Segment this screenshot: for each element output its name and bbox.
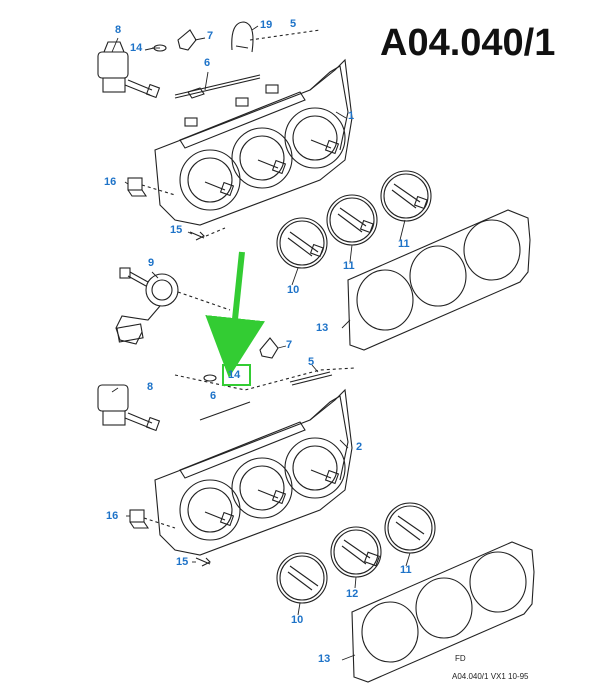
upper-switch-8 [97,41,161,99]
label-upper-15: 15 [170,224,183,236]
label-middle-13: 13 [316,322,329,334]
footer-reference: A04.040/1 VX1 10-95 [452,672,529,681]
upper-bezel-13 [347,209,531,351]
label-lower-16: 16 [106,510,119,522]
upper-knobs [276,170,432,269]
middle-item-9 [115,267,231,345]
label-upper-11b: 11 [343,260,355,272]
middle-small-parts [174,337,356,421]
label-upper-5: 5 [290,18,297,30]
label-upper-6: 6 [204,57,211,69]
label-middle-9: 9 [148,257,155,269]
upper-control-housing [154,58,353,226]
label-middle-5: 5 [308,356,315,368]
label-upper-10: 10 [287,284,300,296]
label-lower-12: 12 [346,588,359,600]
lower-control-housing [154,388,353,556]
label-middle-6: 6 [210,390,217,402]
leader-lines [111,25,411,661]
lower-switch-8 [97,384,161,432]
label-middle-14: 14 [228,369,241,381]
label-lower-8: 8 [147,381,154,393]
highlight-box [222,364,251,386]
lower-knobs [276,502,436,604]
label-upper-8: 8 [115,24,122,36]
label-upper-1: 1 [348,110,355,122]
label-upper-19: 19 [260,19,273,31]
label-lower-13: 13 [318,653,331,665]
label-lower-10: 10 [291,614,304,626]
fd-mark: FD [455,654,466,663]
label-upper-16: 16 [104,176,117,188]
lower-bezel-13 [351,541,535,683]
label-lower-15: 15 [176,556,189,568]
label-lower-2: 2 [356,441,363,453]
label-upper-14: 14 [130,42,143,54]
label-middle-7: 7 [286,339,293,351]
label-lower-11: 11 [400,564,412,576]
label-upper-7: 7 [207,30,214,42]
upper-clip-screw [127,177,226,241]
diagram-code: A04.040/1 [380,22,556,64]
label-upper-11a: 11 [398,238,410,250]
highlight-arrow [205,251,265,378]
upper-cables [174,74,261,99]
